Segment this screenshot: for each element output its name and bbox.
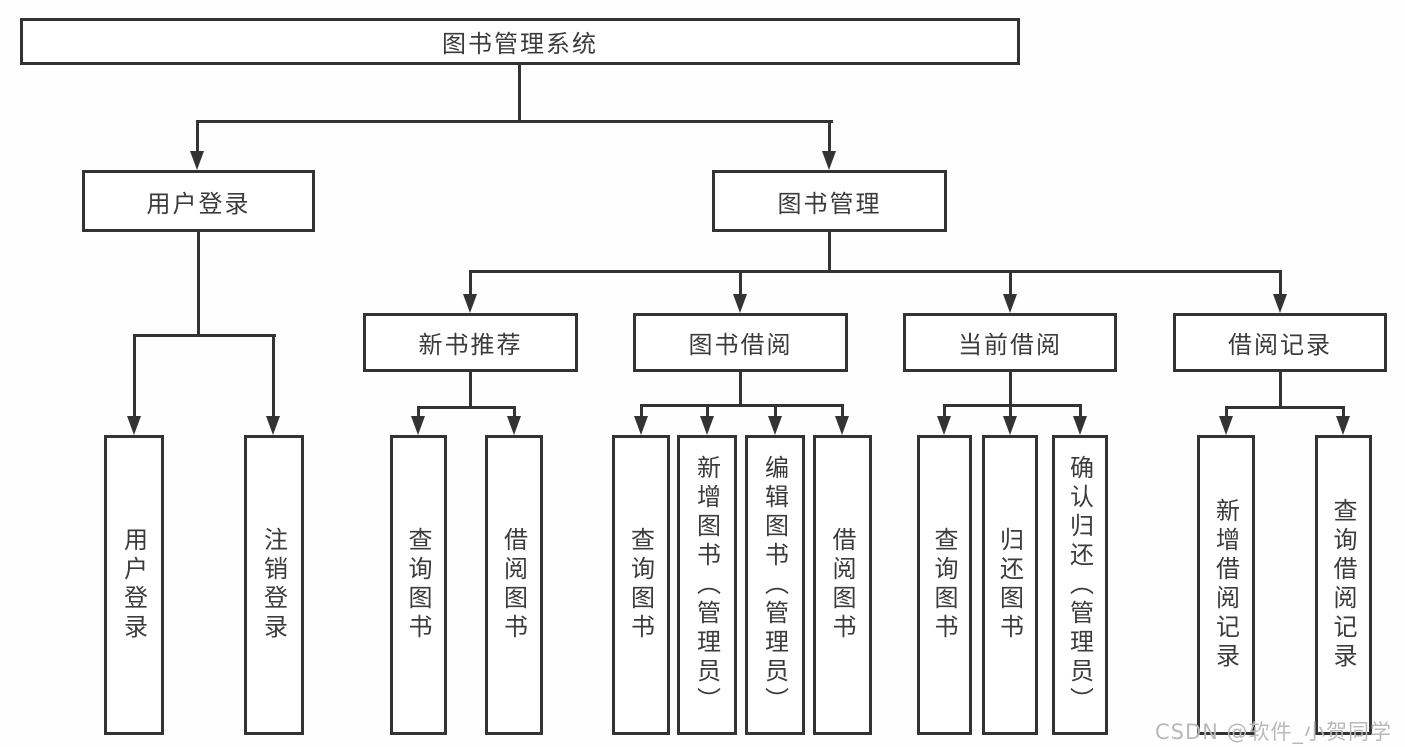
node-label: 新书推荐 (418, 331, 523, 359)
connector-drop (1079, 404, 1082, 418)
node-current-borrowing: 当前借阅 (903, 313, 1117, 372)
node-label: 用户登录 (146, 189, 251, 218)
arrowhead-down (733, 294, 747, 313)
leaf-confirm-return-admin: 确认归还（管理员） (1052, 435, 1108, 735)
leaf-add-borrow-record: 新增借阅记录 (1197, 435, 1255, 735)
csdn-watermark: CSDN @软件_小贺同学 (1155, 720, 1393, 744)
arrowhead-down (937, 416, 951, 435)
arrowhead-down (835, 416, 849, 435)
leaf-label: 借阅图书 (499, 527, 528, 643)
connector-drop (828, 120, 831, 153)
connector-drop (943, 404, 946, 418)
leaf-search-borrow-record: 查询借阅记录 (1315, 435, 1372, 735)
node-new-book-recommend: 新书推荐 (363, 313, 578, 372)
node-book-borrowing: 图书借阅 (633, 313, 848, 372)
leaf-user-login: 用户登录 (104, 435, 164, 735)
connector-rail (133, 334, 276, 337)
node-label: 图书管理 (777, 189, 882, 218)
arrowhead-down (1273, 294, 1287, 313)
node-user-login: 用户登录 (82, 170, 315, 232)
connector-rail (417, 406, 516, 409)
arrowhead-down (127, 416, 141, 435)
leaf-label: 查询图书 (404, 527, 432, 643)
leaf-label: 注销登录 (259, 527, 288, 643)
connector-drop (1225, 406, 1228, 418)
arrowhead-down (411, 416, 425, 435)
leaf-label: 确认归还（管理员） (1065, 454, 1094, 716)
connector-stem (469, 372, 472, 409)
connector-drop (1342, 406, 1345, 418)
arrowhead-down (700, 416, 714, 435)
connector-drop (272, 334, 275, 418)
leaf-label: 用户登录 (119, 527, 148, 643)
connector-drop (1009, 270, 1012, 296)
connector-stem (197, 232, 200, 336)
leaf-add-books-admin: 新增图书（管理员） (677, 435, 737, 735)
connector-drop (739, 270, 742, 296)
arrowhead-down (1219, 416, 1233, 435)
arrowhead-down (190, 151, 204, 170)
node-label: 图书管理系统 (442, 30, 598, 58)
connector-drop (133, 334, 136, 418)
connector-rail (196, 120, 833, 123)
connector-drop (706, 404, 709, 418)
connector-stem (518, 65, 521, 121)
leaf-label: 编辑图书（管理员） (760, 454, 789, 716)
node-book-management: 图书管理 (712, 170, 947, 232)
leaf-label: 查询借阅记录 (1329, 498, 1357, 672)
leaf-label: 新增借阅记录 (1211, 498, 1240, 672)
arrowhead-down (507, 416, 521, 435)
leaf-label: 借阅图书 (828, 527, 856, 643)
node-root-library-system: 图书管理系统 (20, 18, 1020, 65)
arrowhead-down (822, 151, 836, 170)
connector-drop (513, 406, 516, 418)
node-label: 图书借阅 (688, 331, 793, 359)
leaf-search-books-current: 查询图书 (917, 435, 972, 735)
leaf-label: 查询图书 (626, 527, 655, 643)
connector-rail (469, 270, 1282, 273)
leaf-search-books-recommend: 查询图书 (390, 435, 447, 735)
arrowhead-down (1003, 294, 1017, 313)
connector-drop (640, 404, 643, 418)
connector-stem (1279, 372, 1282, 409)
arrowhead-down (266, 416, 280, 435)
node-label: 当前借阅 (958, 331, 1062, 359)
leaf-label: 归还图书 (995, 527, 1024, 643)
leaf-borrow-books: 借阅图书 (813, 435, 872, 735)
arrowhead-down (634, 416, 648, 435)
connector-drop (774, 404, 777, 418)
connector-drop (841, 404, 844, 418)
leaf-label: 查询图书 (930, 527, 958, 643)
node-borrowing-records: 借阅记录 (1173, 313, 1387, 372)
leaf-label: 新增图书（管理员） (692, 454, 721, 716)
connector-drop (1279, 270, 1282, 296)
arrowhead-down (1336, 416, 1350, 435)
leaf-edit-books-admin: 编辑图书（管理员） (745, 435, 805, 735)
leaf-search-books-borrow: 查询图书 (612, 435, 670, 735)
connector-stem (828, 232, 831, 273)
arrowhead-down (463, 294, 477, 313)
leaf-logout: 注销登录 (244, 435, 304, 735)
connector-rail (1225, 406, 1345, 409)
node-label: 借阅记录 (1228, 331, 1332, 359)
connector-drop (1009, 404, 1012, 418)
connector-rail (943, 404, 1082, 407)
connector-rail (640, 404, 844, 407)
connector-drop (196, 120, 199, 153)
connector-drop (469, 270, 472, 296)
connector-drop (417, 406, 420, 418)
connector-stem (739, 372, 742, 406)
leaf-return-books: 归还图书 (982, 435, 1038, 735)
connector-stem (1009, 372, 1012, 406)
arrowhead-down (1073, 416, 1087, 435)
leaf-borrow-books-recommend: 借阅图书 (485, 435, 543, 735)
arrowhead-down (768, 416, 782, 435)
arrowhead-down (1003, 416, 1017, 435)
